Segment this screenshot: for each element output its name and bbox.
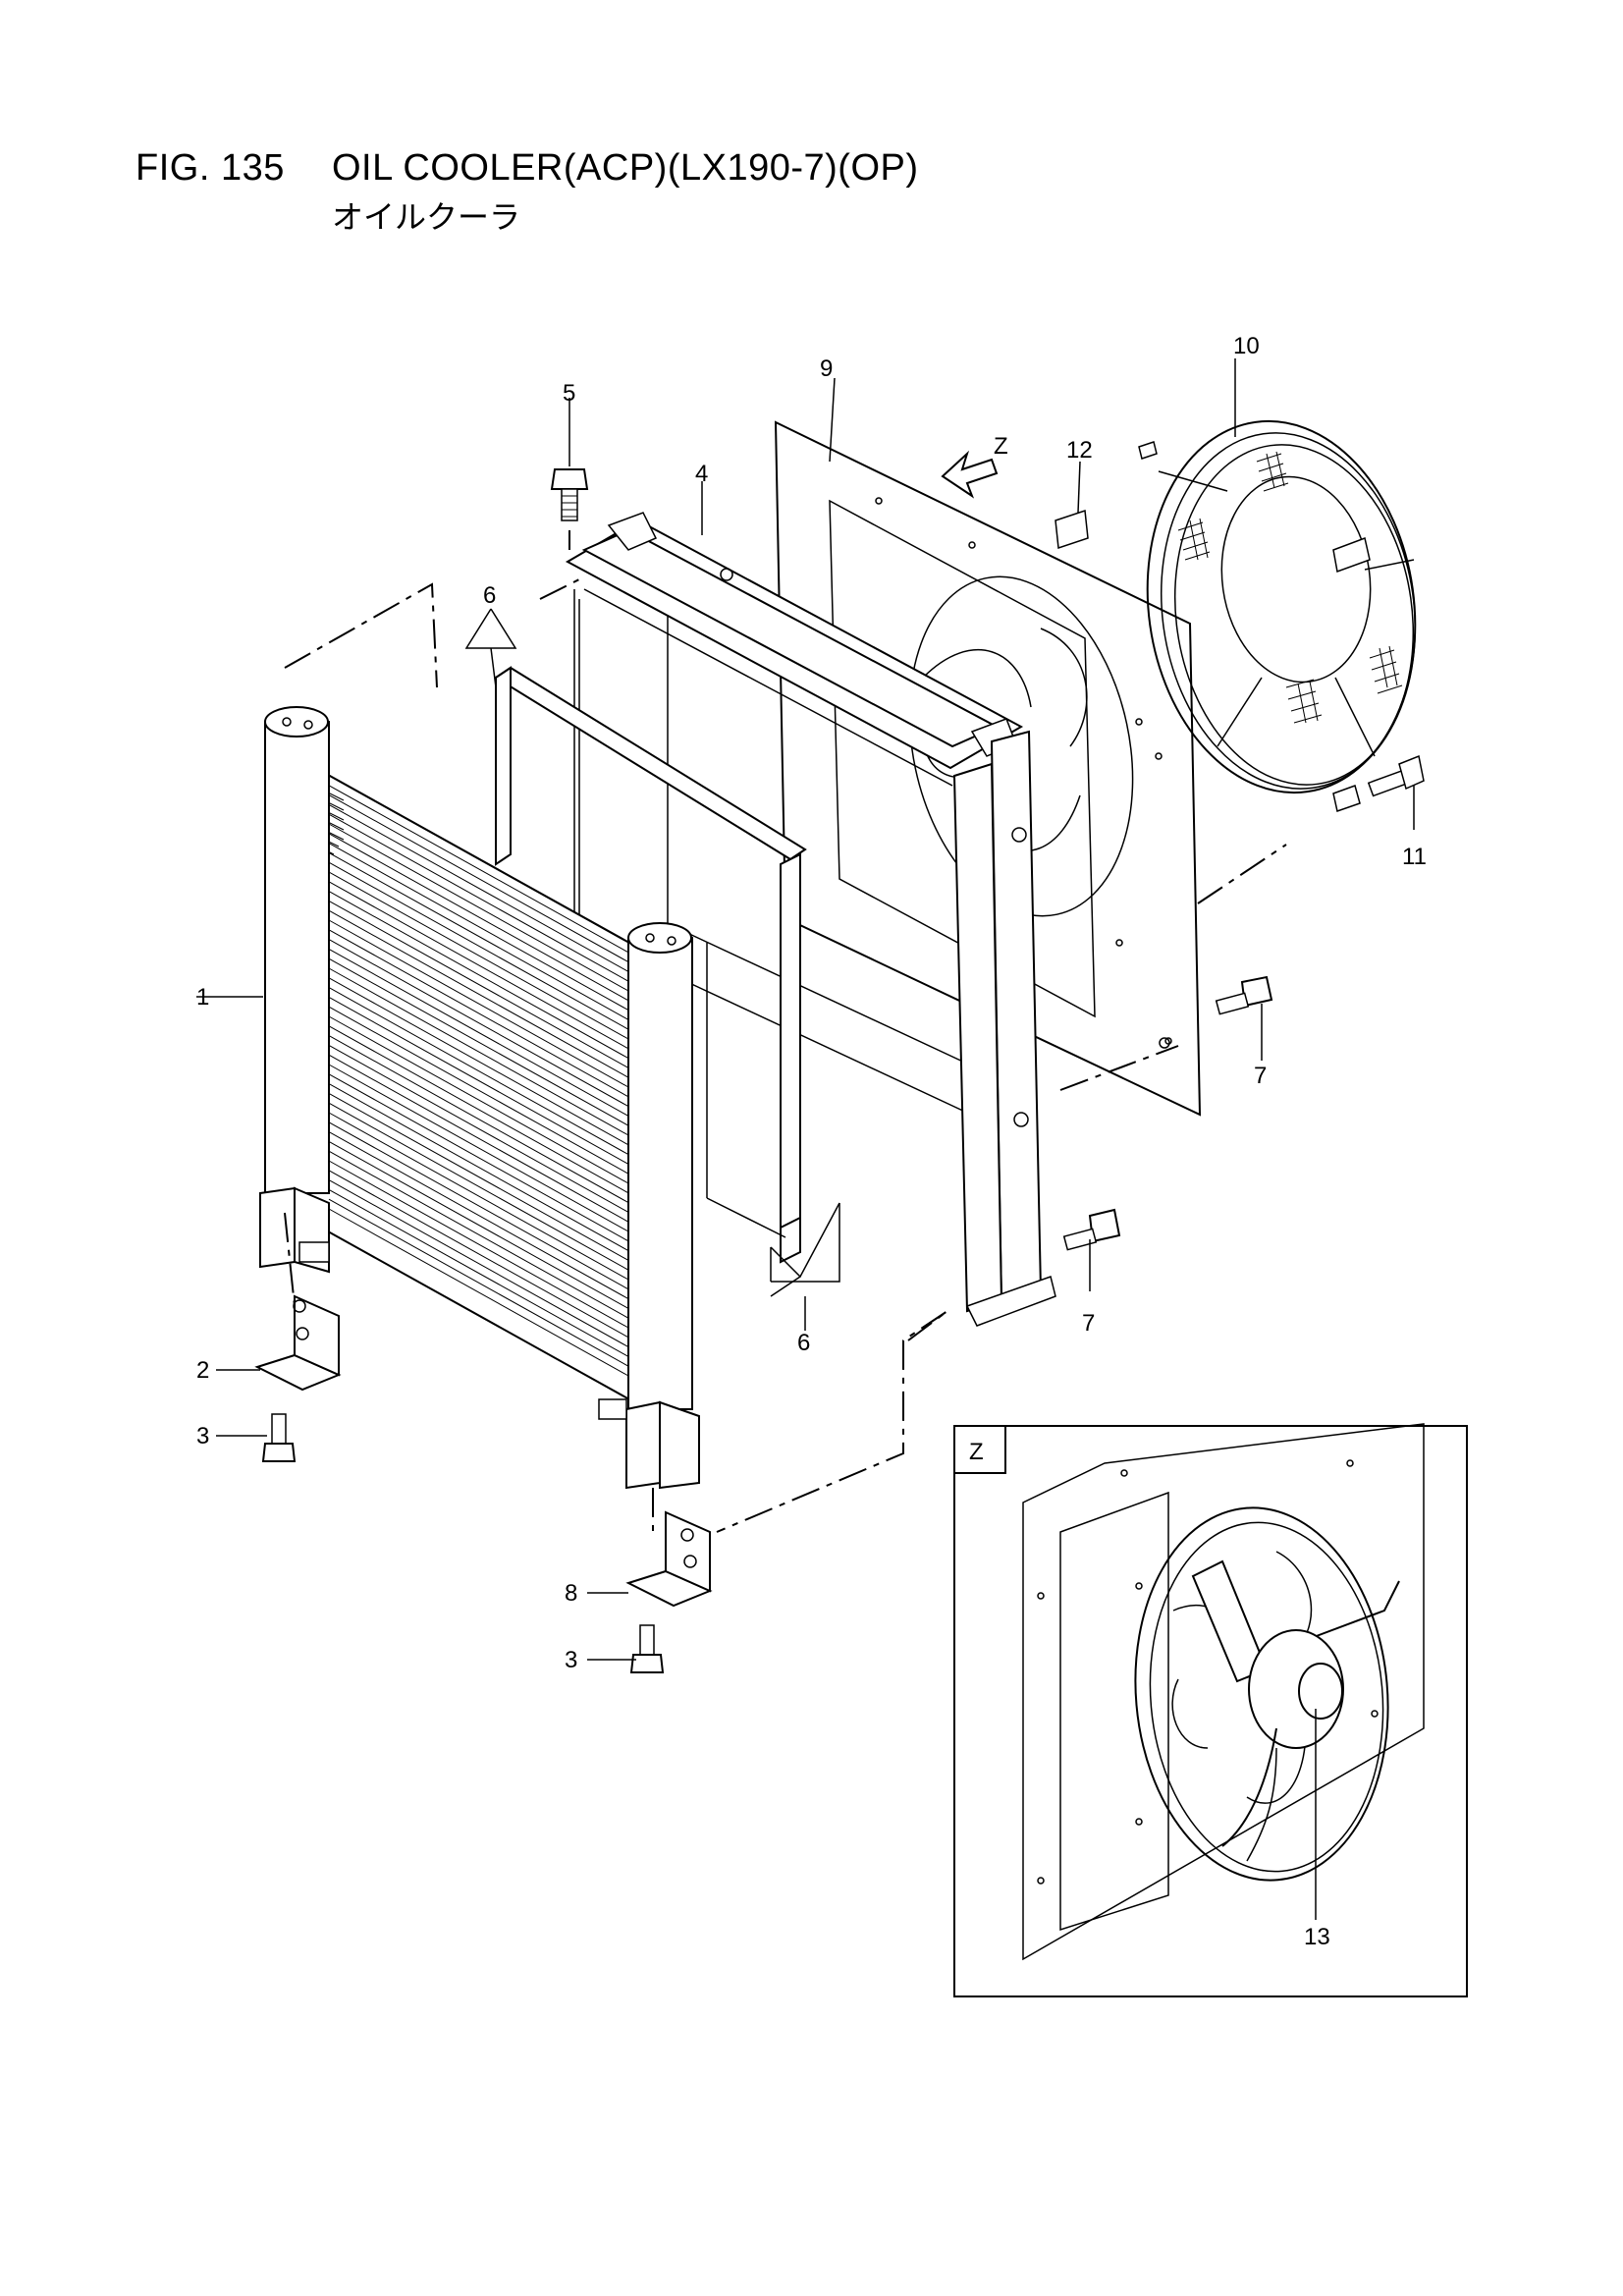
bolt-part-7-upper: [1215, 975, 1273, 1015]
cooler-fin-line: [328, 977, 629, 1146]
cooler-fin-line: [328, 813, 629, 982]
cooler-fin-line: [328, 919, 629, 1088]
cooler-fin-line: [328, 1054, 629, 1223]
callout-part-4: 4: [695, 461, 708, 487]
cooler-fin-line: [328, 851, 629, 1020]
cooler-fin-line: [328, 823, 629, 992]
callout-labels: 1 2 3 3 4 5 6 6 7 7 8 9 10 11 12 13: [196, 333, 1427, 1950]
figure-title-line: FIG. 135 OIL COOLER(ACP)(LX190-7)(OP): [135, 147, 919, 190]
cooler-fin-line: [328, 785, 629, 954]
cooler-fin-line: [328, 1121, 629, 1290]
cooler-fin-line: [328, 775, 629, 944]
cooler-fin-line: [328, 803, 629, 972]
cooler-fin-line: [328, 948, 629, 1117]
cooler-fin-line: [328, 1083, 629, 1252]
callout-part-12: 12: [1066, 437, 1093, 464]
callout-part-9: 9: [820, 355, 833, 382]
detail-view-label: Z: [969, 1439, 984, 1465]
bolt-part-3-upper: [261, 1413, 297, 1462]
callout-part-3-upper: 3: [196, 1423, 209, 1449]
cooler-fin-line: [328, 1035, 629, 1204]
figure-title: OIL COOLER(ACP)(LX190-7)(OP): [332, 147, 919, 189]
cooler-fin-line: [328, 996, 629, 1165]
cooler-fin-line: [328, 900, 629, 1068]
cooler-fin-line: [328, 871, 629, 1040]
cooler-fin-line: [328, 794, 629, 963]
cooler-fin-line: [328, 939, 629, 1108]
view-z-arrow: Z: [941, 433, 1008, 499]
cooler-fin-line: [328, 1150, 629, 1319]
bolt-part-11: [1367, 754, 1425, 797]
page-header: FIG. 135 OIL COOLER(ACP)(LX190-7)(OP) オイル…: [135, 147, 919, 236]
detail-view-label-box: [953, 1425, 1006, 1474]
cooler-fin-line: [328, 891, 629, 1060]
oil-cooler-core-part-1: [259, 706, 700, 1490]
cooler-fin-line: [328, 1015, 629, 1184]
cooler-fin-line: [328, 1188, 629, 1357]
callout-part-3-lower: 3: [565, 1647, 577, 1673]
cooler-fin-line: [328, 1131, 629, 1300]
bolt-part-5: [550, 468, 589, 521]
cooler-fin-line: [328, 843, 629, 1011]
cooler-fin-line: [328, 1140, 629, 1309]
cooler-fin-line: [328, 881, 629, 1050]
cooler-fin-line: [328, 1064, 629, 1232]
detail-view-z: Z: [953, 1423, 1468, 1997]
cooler-fin-line: [328, 1006, 629, 1175]
cooler-fin-line: [328, 833, 629, 1002]
figure-number: FIG. 135: [135, 147, 285, 189]
guard-mesh-patches: [1177, 451, 1403, 724]
cooler-fin-line: [328, 1170, 629, 1339]
callout-part-7-lower: 7: [1082, 1310, 1095, 1337]
bolt-part-7-lower: [1062, 1208, 1121, 1251]
callout-part-6-lower: 6: [797, 1330, 810, 1356]
callout-part-8: 8: [565, 1580, 577, 1607]
leader-lines: [196, 358, 1415, 1661]
callout-part-5: 5: [563, 380, 575, 407]
cooler-fin-line: [328, 1044, 629, 1213]
callout-part-1: 1: [196, 984, 209, 1011]
cooler-fin-line: [328, 1073, 629, 1242]
callout-part-10: 10: [1233, 333, 1260, 359]
cooler-fin-line: [328, 1112, 629, 1281]
callout-part-7-upper: 7: [1254, 1063, 1267, 1089]
bolt-part-3-lower: [629, 1624, 665, 1673]
cooler-fin-line: [328, 1025, 629, 1194]
callout-part-2: 2: [196, 1357, 209, 1384]
callout-part-11: 11: [1402, 844, 1427, 870]
cooler-fin-line: [328, 1102, 629, 1271]
seal-parts-6: [494, 666, 807, 1264]
cooler-fin-line: [328, 1179, 629, 1348]
bracket-part-2: [254, 1294, 342, 1392]
cooler-fin-line: [328, 861, 629, 1030]
view-arrow-label: Z: [994, 433, 1008, 460]
fan-guard-part-10: [1138, 419, 1417, 812]
cooler-fin-line: [328, 1208, 629, 1377]
cooler-fin-line: [328, 987, 629, 1156]
cooler-fin-line: [328, 1198, 629, 1367]
cooler-fin-line: [328, 967, 629, 1136]
cooler-fin-line: [328, 929, 629, 1098]
callout-part-13: 13: [1304, 1924, 1330, 1950]
callout-part-6-upper: 6: [483, 582, 496, 609]
figure-subtitle-japanese: オイルクーラ: [332, 198, 521, 236]
cooler-fin-line: [328, 1160, 629, 1329]
cooler-fin-line: [328, 909, 629, 1078]
frame-part-4: [565, 512, 1056, 1327]
cooler-fin-line: [328, 957, 629, 1126]
bracket-part-8: [625, 1510, 713, 1608]
label-part-12: [1055, 509, 1089, 550]
cooler-fin-line: [328, 1092, 629, 1261]
